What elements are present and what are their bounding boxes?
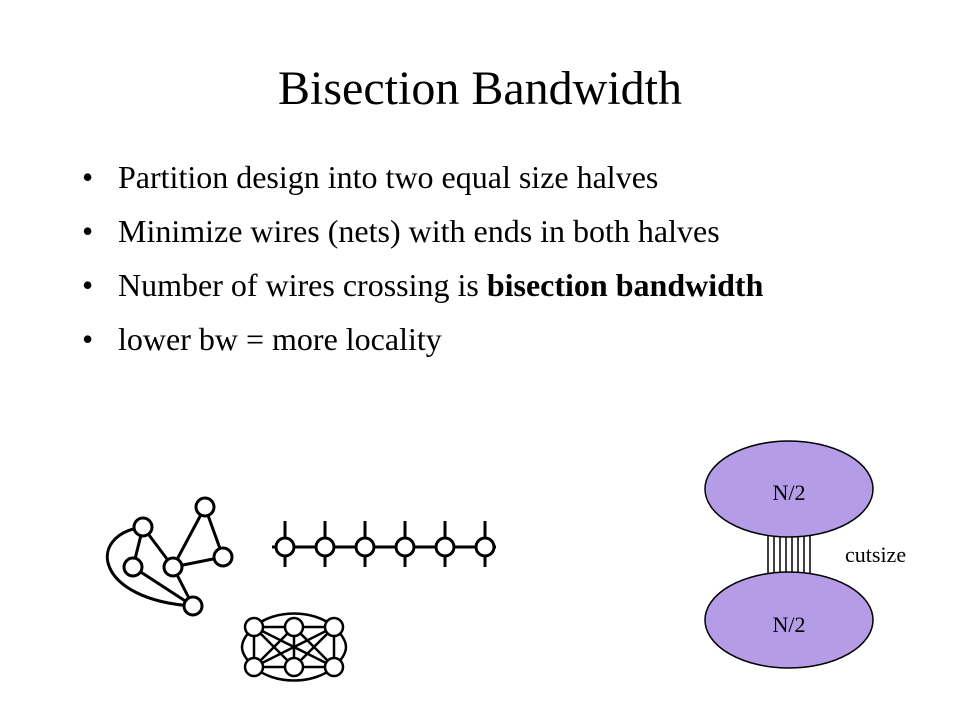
irregular-graph [105,496,234,617]
bullet-text: Minimize wires (nets) with ends in both … [118,213,720,249]
chain-node [474,536,496,558]
graph-edge [132,565,194,608]
graph-node [194,496,216,518]
bullet-text: lower bw = more locality [118,321,442,357]
graph-node [182,595,204,617]
graph-edge [171,506,207,568]
top-partition-label: N/2 [773,480,806,505]
chain-node [274,536,296,558]
bullet-item: • Number of wires crossing is bisection … [82,266,842,304]
graph-edge [105,525,194,608]
graph-node [132,516,154,538]
bullet-text: Number of wires crossing is [118,267,487,303]
bisection-diagram: N/2 N/2 cutsize [704,440,906,669]
bottom-partition [704,571,874,669]
graph-node [122,556,144,578]
bullet-dot: • [82,267,94,303]
bullet-text: Partition design into two equal size hal… [118,159,659,195]
graph-node [323,656,345,678]
bullet-list: • Partition design into two equal size h… [82,158,842,374]
chain-node [354,536,376,558]
bottom-partition-label: N/2 [773,612,806,637]
bullet-bold-term: bisection bandwidth [486,267,764,303]
bullet-dot: • [82,213,94,249]
chain-node [394,536,416,558]
bullet-item: • Partition design into two equal size h… [82,158,842,196]
top-partition [704,440,874,538]
graph-node [243,616,265,638]
complete-graph [240,612,348,682]
graph-node [283,656,305,678]
bullet-item: • lower bw = more locality [82,320,842,358]
chain-node [434,536,456,558]
graph-node [283,616,305,638]
chain-node [314,536,336,558]
slide-title: Bisection Bandwidth [278,62,682,115]
bullet-dot: • [82,321,94,357]
graph-node [212,546,234,568]
linear-chain [272,521,496,567]
cutsize-label: cutsize [845,542,906,567]
graph-node [323,616,345,638]
bullet-item: • Minimize wires (nets) with ends in bot… [82,212,842,250]
graph-node [243,656,265,678]
graph-node [162,556,184,578]
bullet-dot: • [82,159,94,195]
